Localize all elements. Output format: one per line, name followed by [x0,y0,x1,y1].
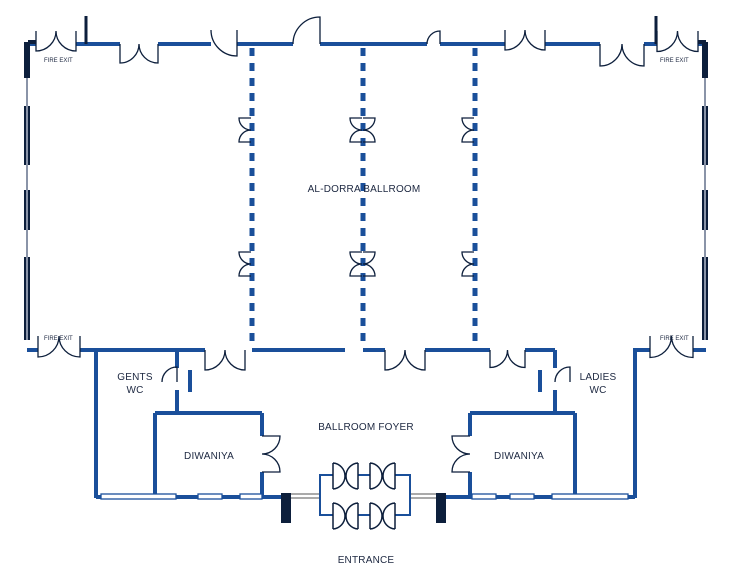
foyer-window [100,493,177,500]
entrance-revolving-door [369,502,396,530]
foyer-door [489,349,526,369]
foyer-window [509,493,535,500]
ladies-wc-label-2[interactable]: WC [589,385,606,396]
foyer-label[interactable]: BALLROOM FOYER [318,422,414,433]
partition-door [238,251,252,277]
gents-wc-label-1[interactable]: GENTS [117,372,153,383]
partition-door [349,251,363,277]
walls [24,16,708,523]
entrance-revolving-door [332,502,359,530]
fire-exit-label-bottom-right: FIRE EXIT [660,336,689,342]
fire-exit-door-bottom-left [37,335,81,358]
top-door [210,29,238,57]
entrance-pillar-left [281,493,291,523]
foyer-door [384,349,426,371]
top-door [426,30,441,45]
foyer-window [239,493,263,500]
partition-door [362,117,376,143]
doors [35,16,699,530]
fire-exit-door-top-right [656,30,699,53]
entrance-revolving-door [332,462,359,490]
partition-door [362,251,376,277]
ladies-wc-door [554,366,571,383]
foyer-window [551,493,629,500]
entrance-vestibule [319,474,411,516]
ladies-wc-label-1[interactable]: LADIES [580,372,617,383]
top-door [599,43,645,67]
foyer-window [197,493,223,500]
partition-door [349,117,363,143]
foyer-window [471,493,497,500]
gents-wc-label-2[interactable]: WC [126,385,143,396]
entrance-revolving-door [369,462,396,490]
entrance-pillar-right [436,493,446,523]
entrance-label[interactable]: ENTRANCE [338,555,395,566]
diwaniya-right-label[interactable]: DIWANIYA [494,451,544,462]
diwaniya-right-door [451,435,471,473]
fire-exit-label-top-right: FIRE EXIT [660,58,689,64]
fire-exit-door-top-left [35,30,77,52]
partition-door [461,251,475,277]
fire-exit-label-bottom-left: FIRE EXIT [44,336,73,342]
fire-exit-door-bottom-right [649,335,694,359]
partition-door [461,117,475,143]
fire-exit-label-top-left: FIRE EXIT [44,58,73,64]
top-door [504,29,546,51]
diwaniya-left-label[interactable]: DIWANIYA [184,451,234,462]
partition-door [238,117,252,143]
ballroom-label[interactable]: AL-DORRA BALLROOM [308,184,421,195]
top-door [292,16,321,45]
diwaniya-left-door [261,435,281,473]
top-door [119,43,159,64]
gents-wc-door [161,366,178,383]
foyer-door [204,349,246,371]
